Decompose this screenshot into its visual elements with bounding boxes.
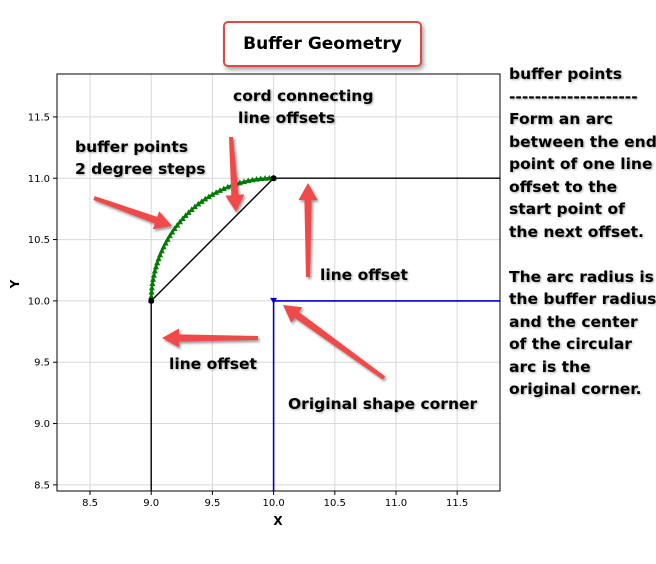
- buffer-point-marker: [185, 209, 192, 215]
- buffer-point-marker: [155, 255, 162, 262]
- plot-frame: [56, 73, 501, 492]
- annotation-cord-line1: cord connecting: [233, 87, 374, 105]
- buffer-point-marker: [209, 191, 216, 197]
- buffer-point-marker: [149, 280, 156, 286]
- annotation-cord: cord connecting line offsets: [233, 85, 373, 129]
- x-tick-label: 10.0: [262, 498, 284, 509]
- chart-title: Buffer Geometry: [243, 34, 402, 54]
- buffer-point-marker: [162, 239, 169, 246]
- y-tick-label: 9.5: [34, 358, 50, 369]
- arrow-buffer-points: [93, 196, 172, 230]
- buffer-point-marker: [198, 198, 205, 204]
- buffer-point-marker: [148, 284, 155, 291]
- buffer-point-marker: [253, 176, 260, 182]
- annotation-buffer-line1: buffer points: [75, 138, 188, 156]
- offset-endpoint-marker: [148, 297, 155, 304]
- buffer-point-marker: [217, 187, 223, 193]
- y-tick-label: 10.0: [28, 296, 50, 307]
- buffer-point-marker: [195, 200, 202, 207]
- buffer-point-marker: [224, 183, 231, 190]
- buffer-point-marker: [169, 228, 176, 235]
- side-note: buffer points -------------------- Form …: [509, 63, 656, 401]
- buffer-point-marker: [179, 215, 186, 221]
- buffer-point-marker: [153, 263, 159, 270]
- buffer-point-marker: [213, 189, 220, 195]
- side-note-paragraph-1: Form an arc between the end point of one…: [509, 110, 656, 241]
- x-tick-label: 8.5: [82, 498, 98, 509]
- y-tick-label: 10.5: [28, 235, 50, 246]
- y-tick-label: 11.0: [28, 174, 50, 185]
- buffer-point-marker: [154, 259, 161, 266]
- side-note-divider: --------------------: [509, 87, 638, 106]
- annotation-line-offset-left: line offset: [169, 355, 257, 373]
- x-tick-label: 11.5: [446, 498, 468, 509]
- x-axis-label: X: [273, 514, 283, 528]
- arrow-original-corner: [283, 305, 386, 380]
- annotation-buffer-line2: 2 degree steps: [75, 160, 206, 178]
- buffer-point-marker: [191, 203, 198, 210]
- offset-endpoint-marker: [270, 175, 277, 182]
- cord-line: [150, 177, 275, 302]
- buffer-point-marker: [245, 177, 252, 184]
- buffer-point-marker: [150, 276, 157, 282]
- buffer-point-marker: [262, 175, 269, 181]
- y-tick-label: 8.5: [34, 480, 50, 491]
- title-box: Buffer Geometry: [223, 21, 422, 67]
- buffer-point-marker: [205, 193, 212, 200]
- buffer-point-marker: [160, 243, 167, 250]
- annotation-line-offset-right: line offset: [320, 266, 408, 284]
- original-corner-marker: [270, 297, 278, 304]
- buffer-point-marker: [174, 222, 181, 228]
- buffer-point-marker: [150, 272, 157, 278]
- y-tick-label: 11.5: [28, 112, 50, 123]
- buffer-point-marker: [241, 178, 247, 185]
- x-tick-label: 11.0: [385, 498, 407, 509]
- x-tick-label: 9.5: [204, 498, 220, 509]
- buffer-point-marker: [148, 288, 155, 295]
- buffer-point-marker: [158, 247, 165, 254]
- side-note-paragraph-2: The arc radius is the buffer radius and …: [509, 267, 656, 399]
- buffer-point-marker: [151, 267, 158, 274]
- side-note-heading: buffer points: [509, 65, 622, 83]
- x-tick-label: 9.0: [143, 498, 159, 509]
- annotation-cord-line2: line offsets: [238, 109, 336, 127]
- y-tick-label: 9.0: [34, 419, 50, 430]
- arrow-line-offset-up: [298, 183, 318, 277]
- buffer-point-marker: [176, 218, 183, 225]
- buffer-point-marker: [166, 232, 173, 239]
- y-axis-label: Y: [8, 279, 22, 289]
- annotation-original-corner: Original shape corner: [288, 395, 478, 413]
- arrow-cord: [225, 136, 245, 212]
- buffer-point-marker: [202, 195, 209, 202]
- buffer-point-marker: [148, 293, 155, 299]
- buffer-point-marker: [164, 236, 171, 242]
- buffer-point-marker: [171, 225, 178, 231]
- buffer-point-marker: [249, 176, 256, 183]
- annotation-buffer-points: buffer points 2 degree steps: [75, 136, 205, 180]
- x-tick-label: 10.5: [324, 498, 346, 509]
- buffer-point-marker: [188, 206, 195, 212]
- buffer-point-marker: [236, 179, 243, 186]
- buffer-point-marker: [220, 185, 227, 192]
- buffer-point-marker: [182, 212, 189, 218]
- arrow-line-offset-left: [162, 328, 258, 348]
- buffer-point-marker: [257, 175, 264, 182]
